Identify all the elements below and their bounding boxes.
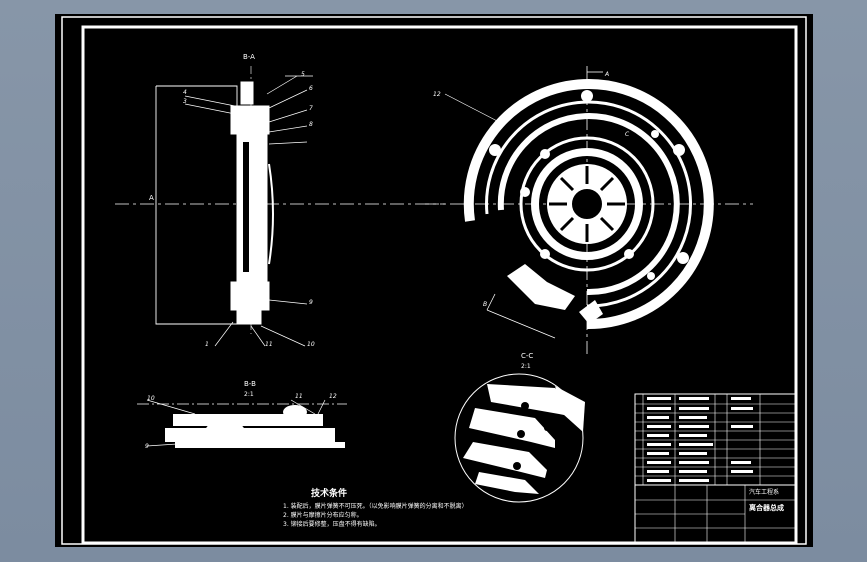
- section-b-part-10: 10: [147, 395, 155, 402]
- section-c-scale: 2:1: [521, 363, 531, 370]
- title-block-school: 汽车工程系: [749, 488, 779, 496]
- part-number-3: 3: [183, 98, 187, 105]
- tech-req-title: 技术条件: [311, 487, 347, 499]
- section-b-title: B-B: [244, 380, 256, 388]
- section-b-scale: 2:1: [244, 391, 254, 398]
- section-a-view: [115, 66, 445, 347]
- part-number-12: 12: [433, 91, 441, 98]
- section-a-mark: A: [149, 194, 154, 202]
- tech-req-item-2: 2. 膜片与摩擦片分布应匀称。: [283, 511, 363, 519]
- part-number-11: 11: [265, 341, 273, 348]
- part-number-10: 10: [307, 341, 315, 348]
- part-number-8: 8: [309, 121, 313, 128]
- part-number-6: 6: [309, 85, 313, 92]
- main-mark-c: C: [625, 131, 630, 138]
- drawing-canvas: B-A A 4 3 5 6 7 8 9 1 11 10: [61, 16, 807, 545]
- main-mark-b: B: [483, 301, 487, 308]
- section-b-part-9: 9: [145, 443, 149, 450]
- section-b-view: [137, 399, 347, 448]
- parts-list-table: [634, 393, 797, 544]
- parts-list-fill: [647, 397, 753, 482]
- section-b-part-11: 11: [295, 393, 303, 400]
- sheet-inner-border: [81, 25, 798, 545]
- section-b-part-12: 12: [329, 393, 337, 400]
- tech-req-item-3: 3. 铆接后要修整，压盘不得有缺陷。: [283, 520, 381, 528]
- part-number-4: 4: [183, 89, 187, 96]
- title-block-drawing-name: 离合器总成: [749, 503, 784, 512]
- part-number-1: 1: [205, 341, 209, 348]
- section-a-title: B-A: [243, 53, 255, 61]
- section-c-title: C-C: [521, 352, 533, 360]
- part-number-5: 5: [301, 71, 305, 78]
- main-mark-a: A: [604, 71, 609, 78]
- clutch-main-view: [425, 66, 753, 354]
- tech-req-item-1: 1. 装配后，膜片弹簧不可压死。（以免影响膜片弹簧的分离和不脱离）: [283, 502, 468, 510]
- part-number-9: 9: [309, 299, 313, 306]
- section-c-view: [454, 373, 585, 503]
- cad-viewport[interactable]: B-A A 4 3 5 6 7 8 9 1 11 10: [55, 14, 813, 547]
- part-number-7: 7: [309, 105, 313, 112]
